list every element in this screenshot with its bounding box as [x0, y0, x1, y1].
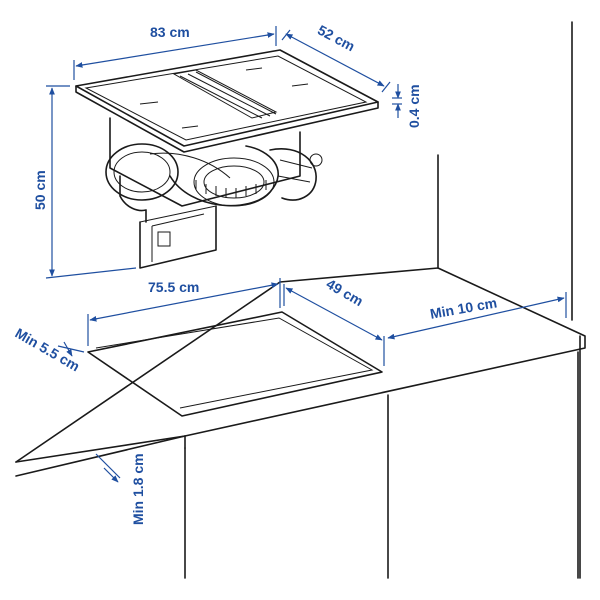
- hob: [75, 49, 379, 269]
- dimension-height: 50 cm: [32, 85, 137, 279]
- dimension-depth: 52 cm: [281, 22, 391, 93]
- cabinet: [184, 335, 581, 579]
- cutout-width-label: 75.5 cm: [148, 279, 199, 295]
- cutout: [87, 311, 383, 417]
- depth-label: 52 cm: [315, 22, 358, 55]
- dimension-width: 83 cm: [73, 24, 277, 80]
- width-label: 83 cm: [150, 24, 190, 40]
- dimension-min-front: Min 5.5 cm: [13, 325, 85, 374]
- min-worktop-label: Min 1.8 cm: [130, 453, 146, 525]
- wall: [437, 21, 573, 321]
- dimension-cutout-depth: 49 cm: [283, 276, 385, 366]
- thickness-label: 0.4 cm: [406, 84, 422, 128]
- dimension-min-worktop: Min 1.8 cm: [95, 453, 146, 525]
- worktop: [15, 267, 586, 477]
- min-wall-label: Min 10 cm: [429, 294, 498, 322]
- height-label: 50 cm: [32, 170, 48, 210]
- dimension-thickness: 0.4 cm: [392, 84, 422, 128]
- dimension-cutout-width: 75.5 cm: [87, 278, 281, 346]
- cutout-depth-label: 49 cm: [324, 276, 366, 310]
